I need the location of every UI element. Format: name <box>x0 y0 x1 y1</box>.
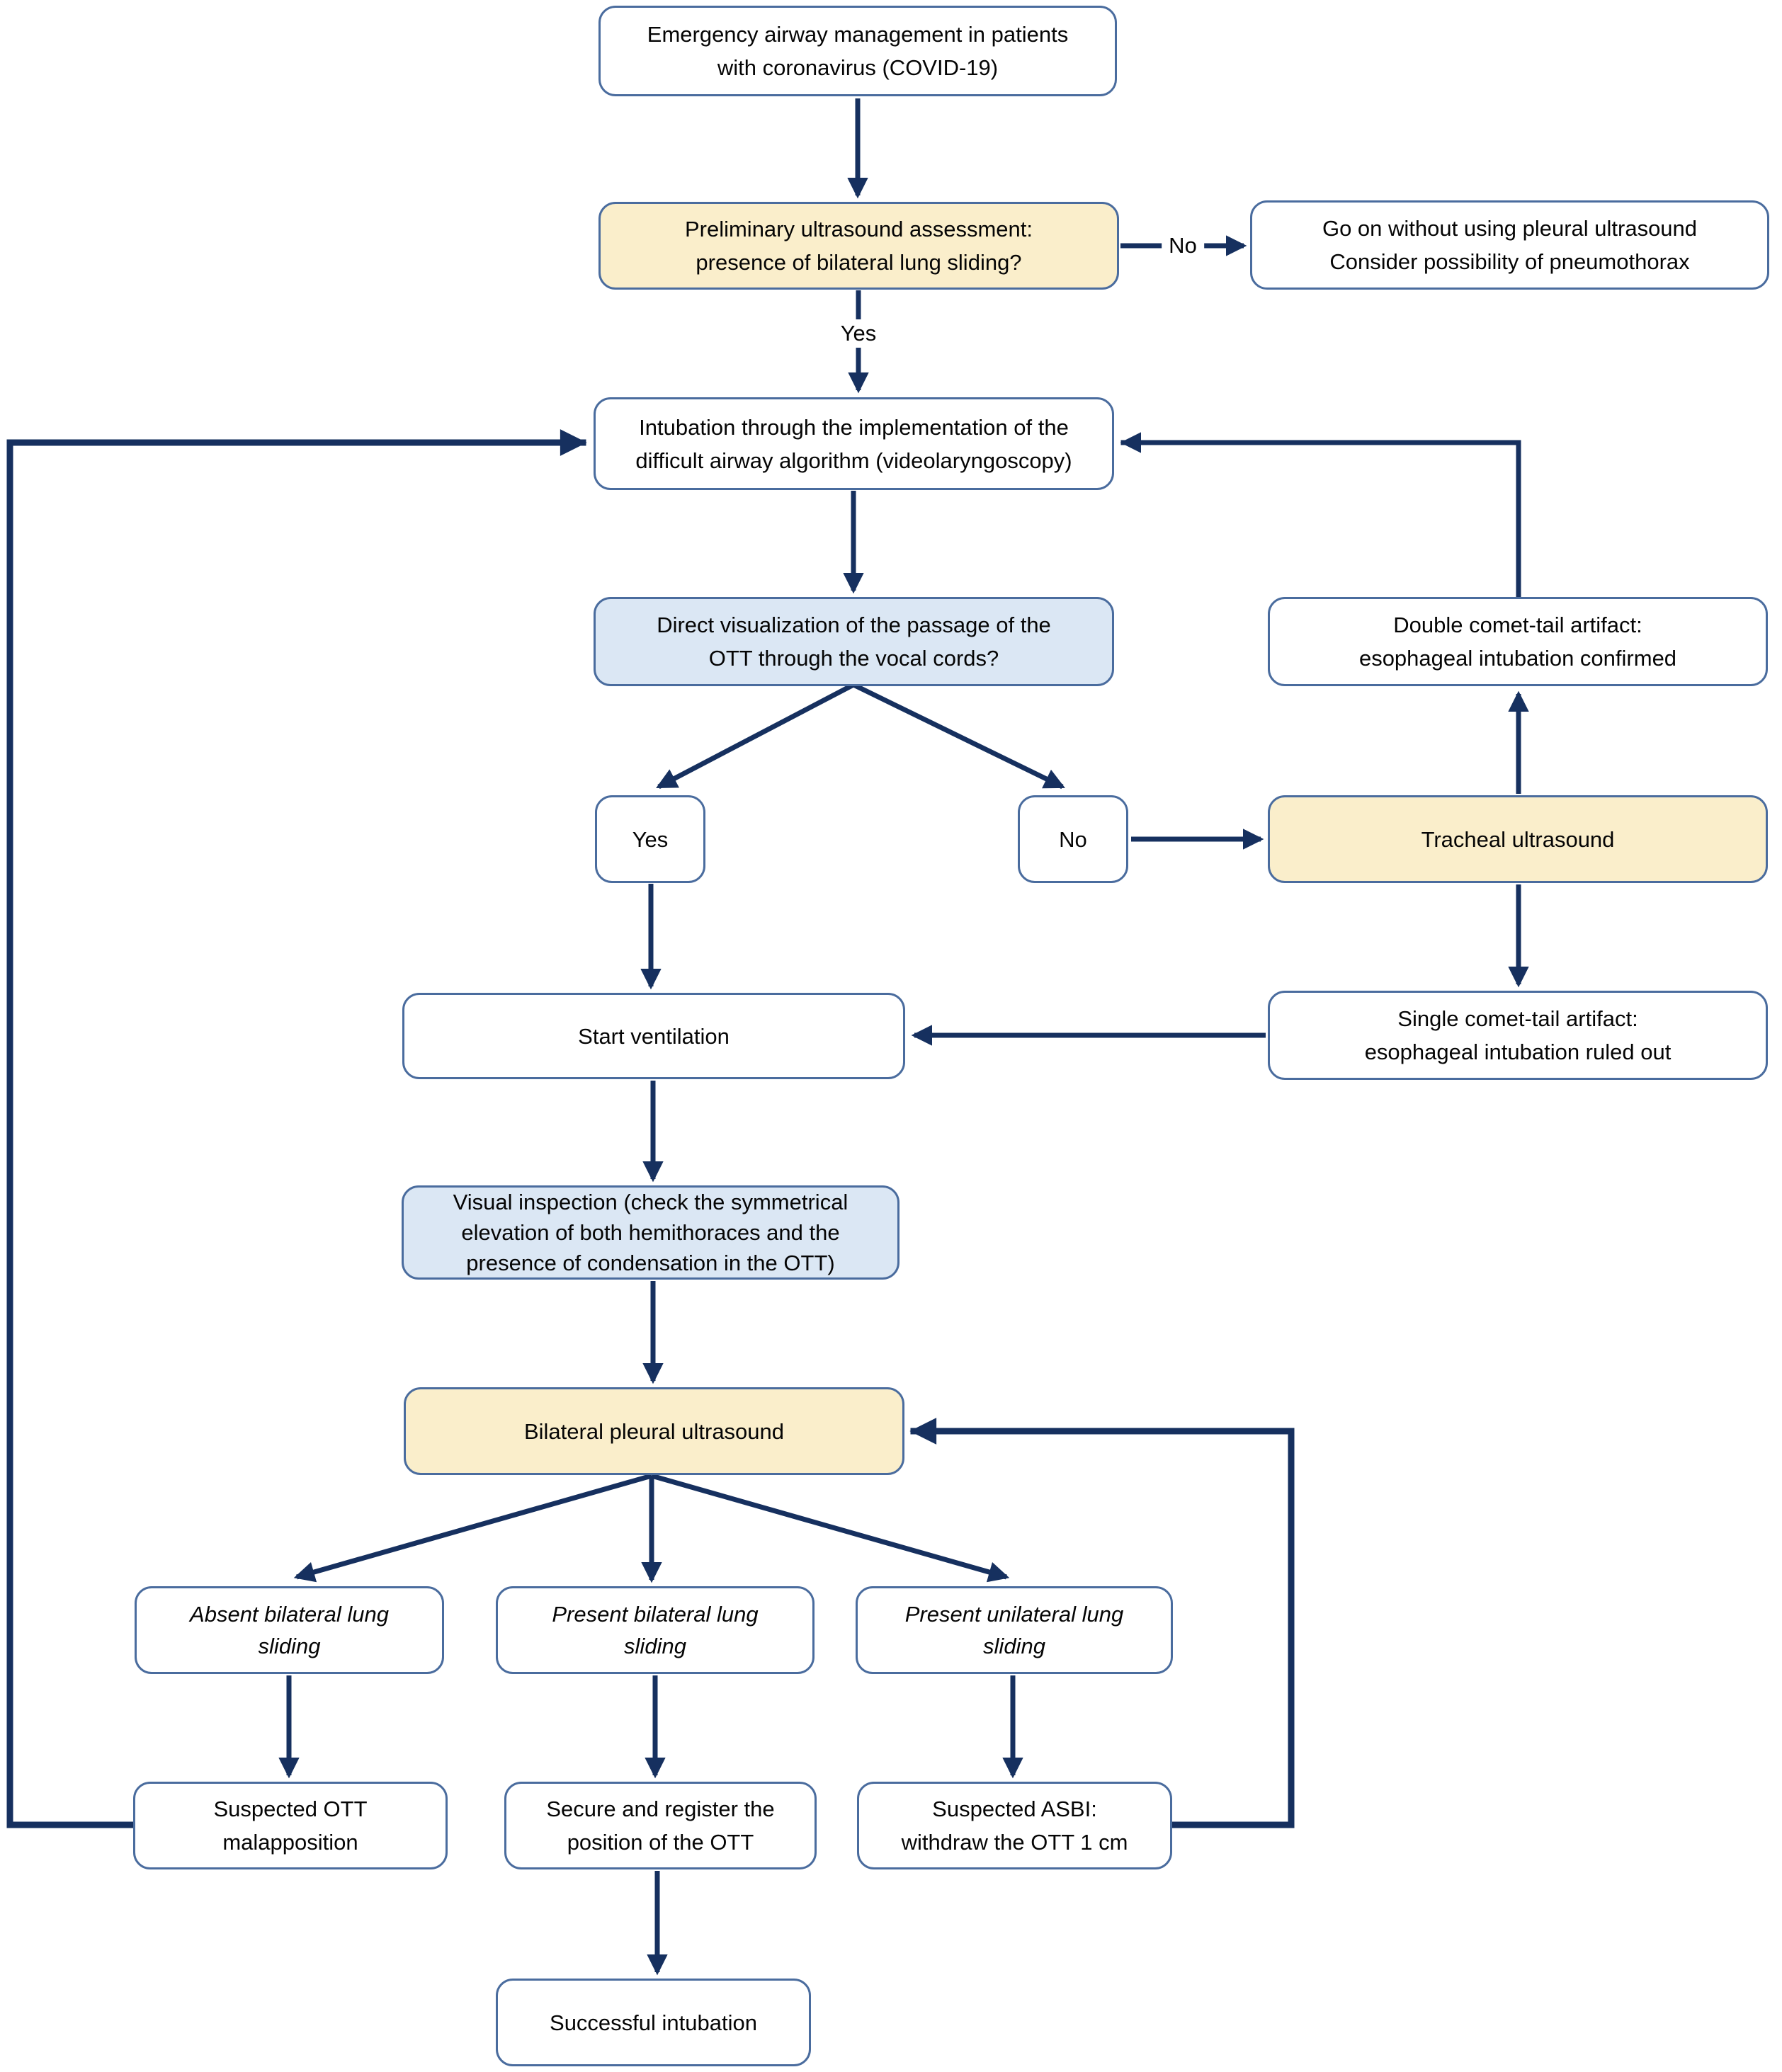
node-intubation: Intubation through the implementation of… <box>594 397 1114 490</box>
node-suspected-asbi-line1: Suspected ASBI: <box>932 1797 1097 1821</box>
edge-doublecomet-intubation <box>1120 432 1521 598</box>
node-bilateral-pleural-ultrasound: Bilateral pleural ultrasound <box>404 1387 904 1475</box>
node-emergency-line2: with coronavirus (COVID-19) <box>717 55 999 80</box>
node-preliminary-line2: presence of bilateral lung sliding? <box>696 250 1022 275</box>
node-visual-inspection-line1: Visual inspection (check the symmetrical <box>453 1190 849 1214</box>
node-suspected-ott-malapposition-line1: Suspected OTT <box>213 1797 368 1821</box>
node-start-ventilation: Start ventilation <box>402 993 905 1079</box>
node-start-ventilation-label: Start ventilation <box>578 1023 730 1049</box>
node-yes-label: Yes <box>632 826 669 852</box>
node-go-on-line1: Go on without using pleural ultrasound <box>1322 216 1698 241</box>
node-direct-visualization-line1: Direct visualization of the passage of t… <box>657 613 1051 637</box>
node-single-comet-line2: esophageal intubation ruled out <box>1364 1040 1672 1064</box>
node-direct-visualization-line2: OTT through the vocal cords? <box>708 646 999 671</box>
node-go-on-line2: Consider possibility of pneumothorax <box>1329 249 1690 274</box>
node-direct-visualization: Direct visualization of the passage of t… <box>594 597 1114 686</box>
edge-directviz-yes <box>656 682 855 790</box>
node-bilateral-pleural-ultrasound-label: Bilateral pleural ultrasound <box>523 1418 785 1444</box>
node-tracheal-ultrasound-label: Tracheal ultrasound <box>1421 826 1615 852</box>
node-double-comet: Double comet-tail artifact: esophageal i… <box>1268 597 1768 686</box>
edge-label-yes: Yes <box>833 319 884 348</box>
node-yes: Yes <box>595 795 705 883</box>
edge-bilateral-presentuni <box>651 1473 1010 1583</box>
node-successful-intubation: Successful intubation <box>496 1979 811 2066</box>
node-preliminary-line1: Preliminary ultrasound assessment: <box>684 217 1033 241</box>
node-double-comet-line2: esophageal intubation confirmed <box>1358 646 1677 671</box>
node-intubation-line2: difficult airway algorithm (videolaryngo… <box>635 448 1072 473</box>
node-preliminary: Preliminary ultrasound assessment: prese… <box>598 202 1119 290</box>
node-absent-bilateral-sliding-line2: sliding <box>258 1634 321 1658</box>
node-suspected-asbi-line2: withdraw the OTT 1 cm <box>901 1830 1128 1855</box>
node-emergency-line1: Emergency airway management in patients <box>647 22 1069 47</box>
node-suspected-ott-malapposition-line2: malapposition <box>222 1830 358 1855</box>
node-single-comet-line1: Single comet-tail artifact: <box>1397 1006 1638 1031</box>
node-present-unilateral-sliding: Present unilateral lung sliding <box>856 1586 1173 1674</box>
edge-label-no: No <box>1162 232 1204 260</box>
node-secure-register-ott-line2: position of the OTT <box>567 1830 754 1855</box>
node-go-on: Go on without using pleural ultrasound C… <box>1250 200 1769 290</box>
node-no-label: No <box>1059 826 1087 852</box>
node-secure-register-ott-line1: Secure and register the <box>546 1797 775 1821</box>
node-visual-inspection: Visual inspection (check the symmetrical… <box>402 1185 899 1280</box>
node-absent-bilateral-sliding: Absent bilateral lung sliding <box>135 1586 444 1674</box>
node-absent-bilateral-sliding-line1: Absent bilateral lung <box>190 1602 389 1627</box>
node-present-bilateral-sliding: Present bilateral lung sliding <box>496 1586 815 1674</box>
node-successful-intubation-label: Successful intubation <box>550 2010 757 2035</box>
node-tracheal-ultrasound: Tracheal ultrasound <box>1268 795 1768 883</box>
node-suspected-asbi: Suspected ASBI: withdraw the OTT 1 cm <box>857 1782 1172 1869</box>
edge-bilateral-absent <box>293 1473 652 1583</box>
node-visual-inspection-line2: elevation of both hemithoraces and the <box>461 1220 840 1245</box>
node-single-comet: Single comet-tail artifact: esophageal i… <box>1268 991 1768 1080</box>
edge-suspectedott-intubation-loop <box>6 429 587 1828</box>
node-present-unilateral-sliding-line2: sliding <box>983 1634 1045 1658</box>
node-suspected-ott-malapposition: Suspected OTT malapposition <box>133 1782 448 1869</box>
node-double-comet-line1: Double comet-tail artifact: <box>1393 613 1642 637</box>
node-emergency: Emergency airway management in patients … <box>598 6 1117 96</box>
edge-directviz-no <box>852 682 1065 790</box>
node-visual-inspection-line3: presence of condensation in the OTT) <box>466 1251 835 1275</box>
node-secure-register-ott: Secure and register the position of the … <box>504 1782 817 1869</box>
edge-asbi-bilateral-loop <box>909 1418 1295 1828</box>
node-present-bilateral-sliding-line2: sliding <box>624 1634 686 1658</box>
node-intubation-line1: Intubation through the implementation of… <box>639 414 1069 440</box>
node-no: No <box>1018 795 1128 883</box>
node-present-unilateral-sliding-line1: Present unilateral lung <box>904 1602 1124 1627</box>
node-present-bilateral-sliding-line1: Present bilateral lung <box>552 1602 759 1627</box>
